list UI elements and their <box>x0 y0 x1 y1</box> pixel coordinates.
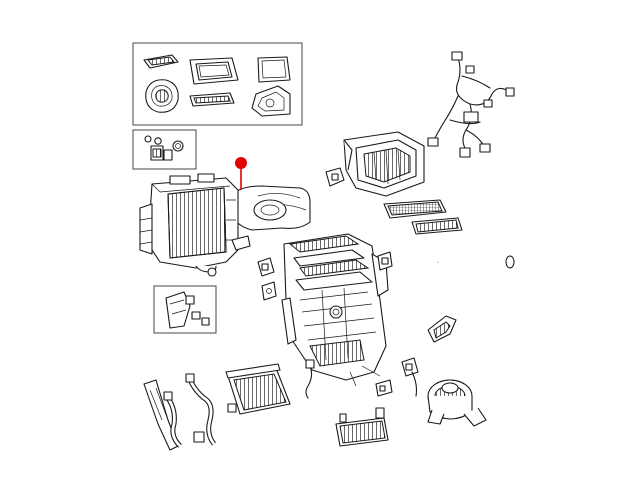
expansion-valve-kit-frame <box>132 129 197 170</box>
o-ring-icon <box>144 135 184 152</box>
blower-inlet-housing[interactable] <box>325 131 425 197</box>
gasket-plain-icon <box>257 56 291 83</box>
actuator-left-lower[interactable] <box>261 281 277 301</box>
actuator-left-upper[interactable] <box>257 257 275 277</box>
gasket-oval-icon <box>145 79 179 113</box>
actuator-kit-frame <box>153 285 217 334</box>
drain-hose[interactable] <box>437 255 515 269</box>
main-hvac-housing[interactable] <box>281 233 389 387</box>
ptc-heater[interactable] <box>335 407 389 447</box>
actuator-kit-group[interactable] <box>153 285 217 334</box>
gasket-kit-frame <box>132 42 303 126</box>
gasket-shaped-icon <box>251 85 291 117</box>
gasket-small-icon <box>143 54 179 69</box>
hvac-housing-evaporator[interactable] <box>139 173 311 277</box>
expansion-valve-icon <box>150 145 173 161</box>
gasket-strip-icon <box>189 92 235 107</box>
callout-marker[interactable] <box>235 157 247 190</box>
temperature-sensor[interactable] <box>305 359 315 399</box>
blower-motor[interactable] <box>427 379 487 427</box>
expansion-valve-kit-group[interactable] <box>132 129 197 170</box>
cabin-air-filter[interactable] <box>383 199 463 235</box>
actuator-right-upper[interactable] <box>377 251 393 271</box>
heater-hoses[interactable] <box>163 373 237 448</box>
callout-dot <box>235 157 247 169</box>
wiring-harness[interactable] <box>427 51 515 158</box>
gasket-frame-icon <box>189 57 239 85</box>
heater-core[interactable] <box>225 363 291 415</box>
resistor[interactable] <box>375 357 419 397</box>
evaporator-core <box>167 187 227 259</box>
gasket-kit-group[interactable] <box>132 42 303 126</box>
air-duct-seal[interactable] <box>427 315 457 343</box>
